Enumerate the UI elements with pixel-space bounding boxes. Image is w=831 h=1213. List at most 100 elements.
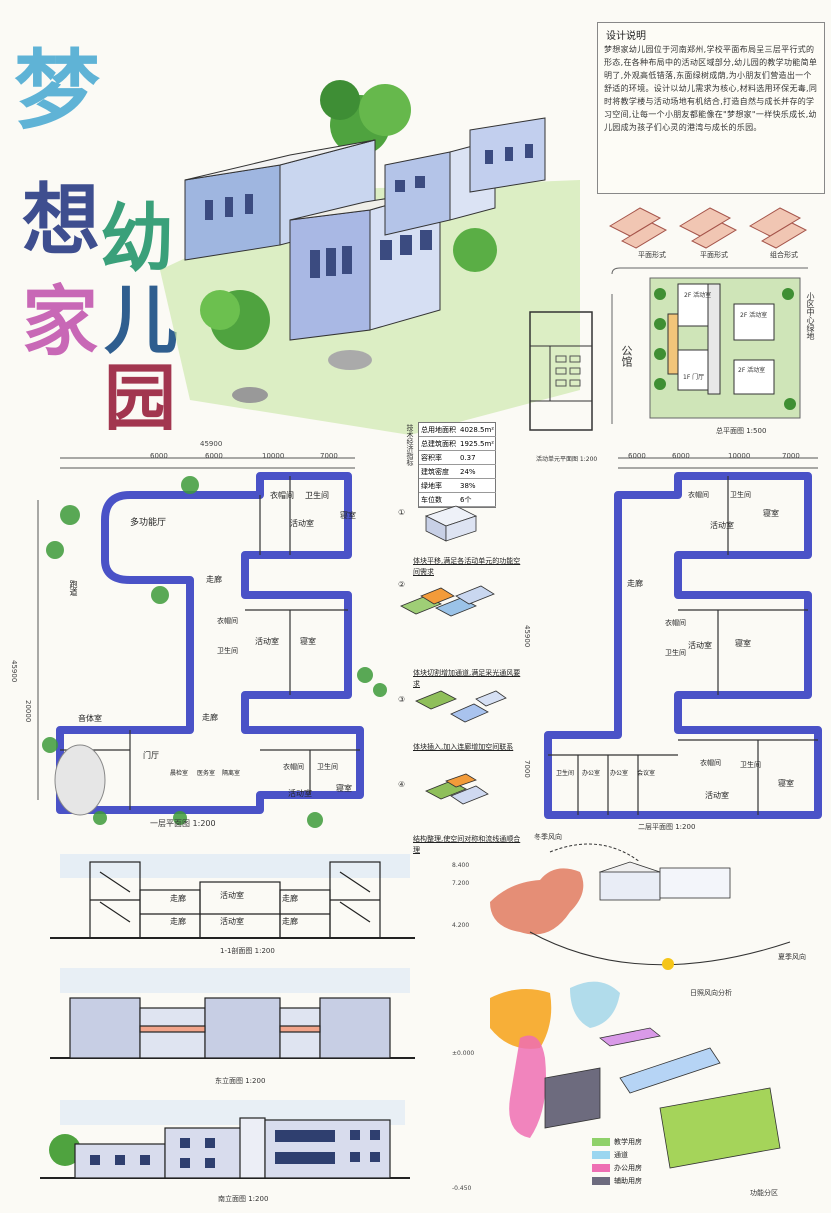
massing-label-2: 平面形式 [700,251,728,259]
wind-summer-label: 夏季风向 [778,953,806,961]
plan1-room: 寝室 [340,511,356,520]
plan1-dim: 45900 [200,440,223,448]
level-mark: 4.200 [452,922,470,929]
plan2-room: 办公室 [582,770,601,777]
stats-value: 6个 [458,492,497,507]
plan1-dim: 10000 [262,452,285,460]
sun-analysis-caption: 日照风向分析 [690,989,732,997]
plan1-room: 衣帽间 [270,491,294,500]
legend-swatch-auxiliary [592,1177,610,1185]
section-caption: 1-1剖面图 1:200 [220,947,275,955]
plan2-room: 活动室 [710,521,734,530]
stats-label: 总用地面积 [419,423,458,437]
stats-value: 0.37 [458,450,497,465]
site-road-label: 公馆 [620,345,633,367]
east-elevation-caption: 东立面图 1:200 [215,1077,266,1085]
climate-analysis [490,843,791,970]
plan1-room: 衣帽间 [283,763,304,771]
strategy-text-3: 体块切割增加通道,满足采光通风要求 [413,669,521,688]
title-char-jia: 家 [22,277,98,366]
plan1-room: 门厅 [143,751,159,760]
level-mark: 7.200 [452,880,470,887]
site-tag-3: 2F 活动室 [738,367,766,374]
wind-winter-label: 冬季风向 [534,833,562,841]
stats-label: 总建筑面积 [419,436,458,451]
design-notes-box: 设计说明 梦想家幼儿园位于河南郑州,学校平面布局呈三层平行式的形态,在各种布局中… [597,22,825,194]
site-tag-1: 2F 活动室 [684,292,712,299]
plan2-dim: 7000 [782,452,800,460]
unit-plan [529,311,593,431]
strategy-text-4: 体块插入,加入连廊增加空间联系 [413,743,514,751]
plan1-room: 走廊 [206,575,222,584]
level-mark: -0.450 [452,1185,472,1192]
plan1-room: 音体室 [78,714,102,723]
stats-side-label: 技术经济指标 [406,424,414,466]
level-mark: 8.400 [452,862,470,869]
plan2-room: 卫生间 [665,649,686,657]
plan1-room: 卫生间 [317,763,338,771]
stats-value: 1925.5m² [458,436,497,451]
plan2-room: 走廊 [627,579,643,588]
strategy-num-4: ④ [398,780,406,789]
plan1-room: 多功能厅 [130,518,167,528]
legend-swatch-teaching [592,1138,610,1146]
plan1-room: 活动室 [288,789,312,798]
plan1-dim: 7000 [320,452,338,460]
plan2-room: 卫生间 [740,761,761,769]
section-room: 走廊 [282,917,298,926]
strategy-num-3: ③ [398,695,406,704]
massing-label-3: 组合形式 [770,251,798,259]
stats-label: 绿地率 [419,478,458,493]
stats-value: 24% [458,464,497,479]
plan2-room: 衣帽间 [665,619,686,627]
plan1-room: 活动室 [290,519,314,528]
plan1-dim: 6000 [205,452,223,460]
strategy-diagrams [400,505,507,805]
title-char-you: 幼 [100,196,174,282]
plan2-dim: 10000 [728,452,751,460]
title-char-er: 儿 [104,278,178,364]
first-floor-plan [37,457,387,828]
function-zoning-caption: 功能分区 [750,1189,778,1197]
second-floor-plan [544,457,822,819]
plan2-room: 办公室 [610,770,629,777]
plan1-room: 活动室 [255,637,279,646]
plan1-room: 晨检室 [170,770,189,777]
plan2-dim: 6000 [628,452,646,460]
section-room: 走廊 [282,894,298,903]
plan2-caption: 二层平面图 1:200 [638,823,696,831]
massing-diagrams [608,207,808,249]
unit-plan-caption: 活动单元平面图 1:200 [536,456,598,463]
section-room: 活动室 [220,917,244,926]
strategy-text-5: 结构整理,使空间对称和流线通顺合理 [413,835,521,854]
legend-item: 办公用房 [614,1164,642,1172]
massing-label-1: 平面形式 [638,251,666,259]
plan1-room: 衣帽间 [217,617,238,625]
plan2-dim: 45900 [523,625,531,648]
legend-swatch-corridor [592,1151,610,1159]
site-plan [608,264,826,434]
legend-item: 辅助用房 [614,1177,642,1185]
site-plan-caption: 总平面图 1:500 [716,427,767,435]
plan2-room: 卫生间 [730,491,751,499]
plan2-room: 寝室 [763,509,779,518]
design-notes-text: 梦想家幼儿园位于河南郑州,学校平面布局呈三层平行式的形态,在各种布局中的活动区域… [604,45,818,132]
plan2-room: 活动室 [705,791,729,800]
legend-item: 通道 [614,1151,628,1159]
plan2-dim: 7000 [523,760,531,778]
plan2-room: 寝室 [778,779,794,788]
plan2-room: 卫生间 [556,770,575,777]
stats-label: 车位数 [419,492,458,507]
plan1-caption: 一层平面图 1:200 [150,819,216,828]
south-elevation [40,1100,410,1179]
plan1-room: 寝室 [336,784,352,793]
plan2-room: 会议室 [637,770,656,777]
site-green-label: 小区中心绿地 [806,292,815,340]
plan1-dim: 20000 [24,700,32,723]
level-mark: ±0.000 [452,1050,475,1057]
